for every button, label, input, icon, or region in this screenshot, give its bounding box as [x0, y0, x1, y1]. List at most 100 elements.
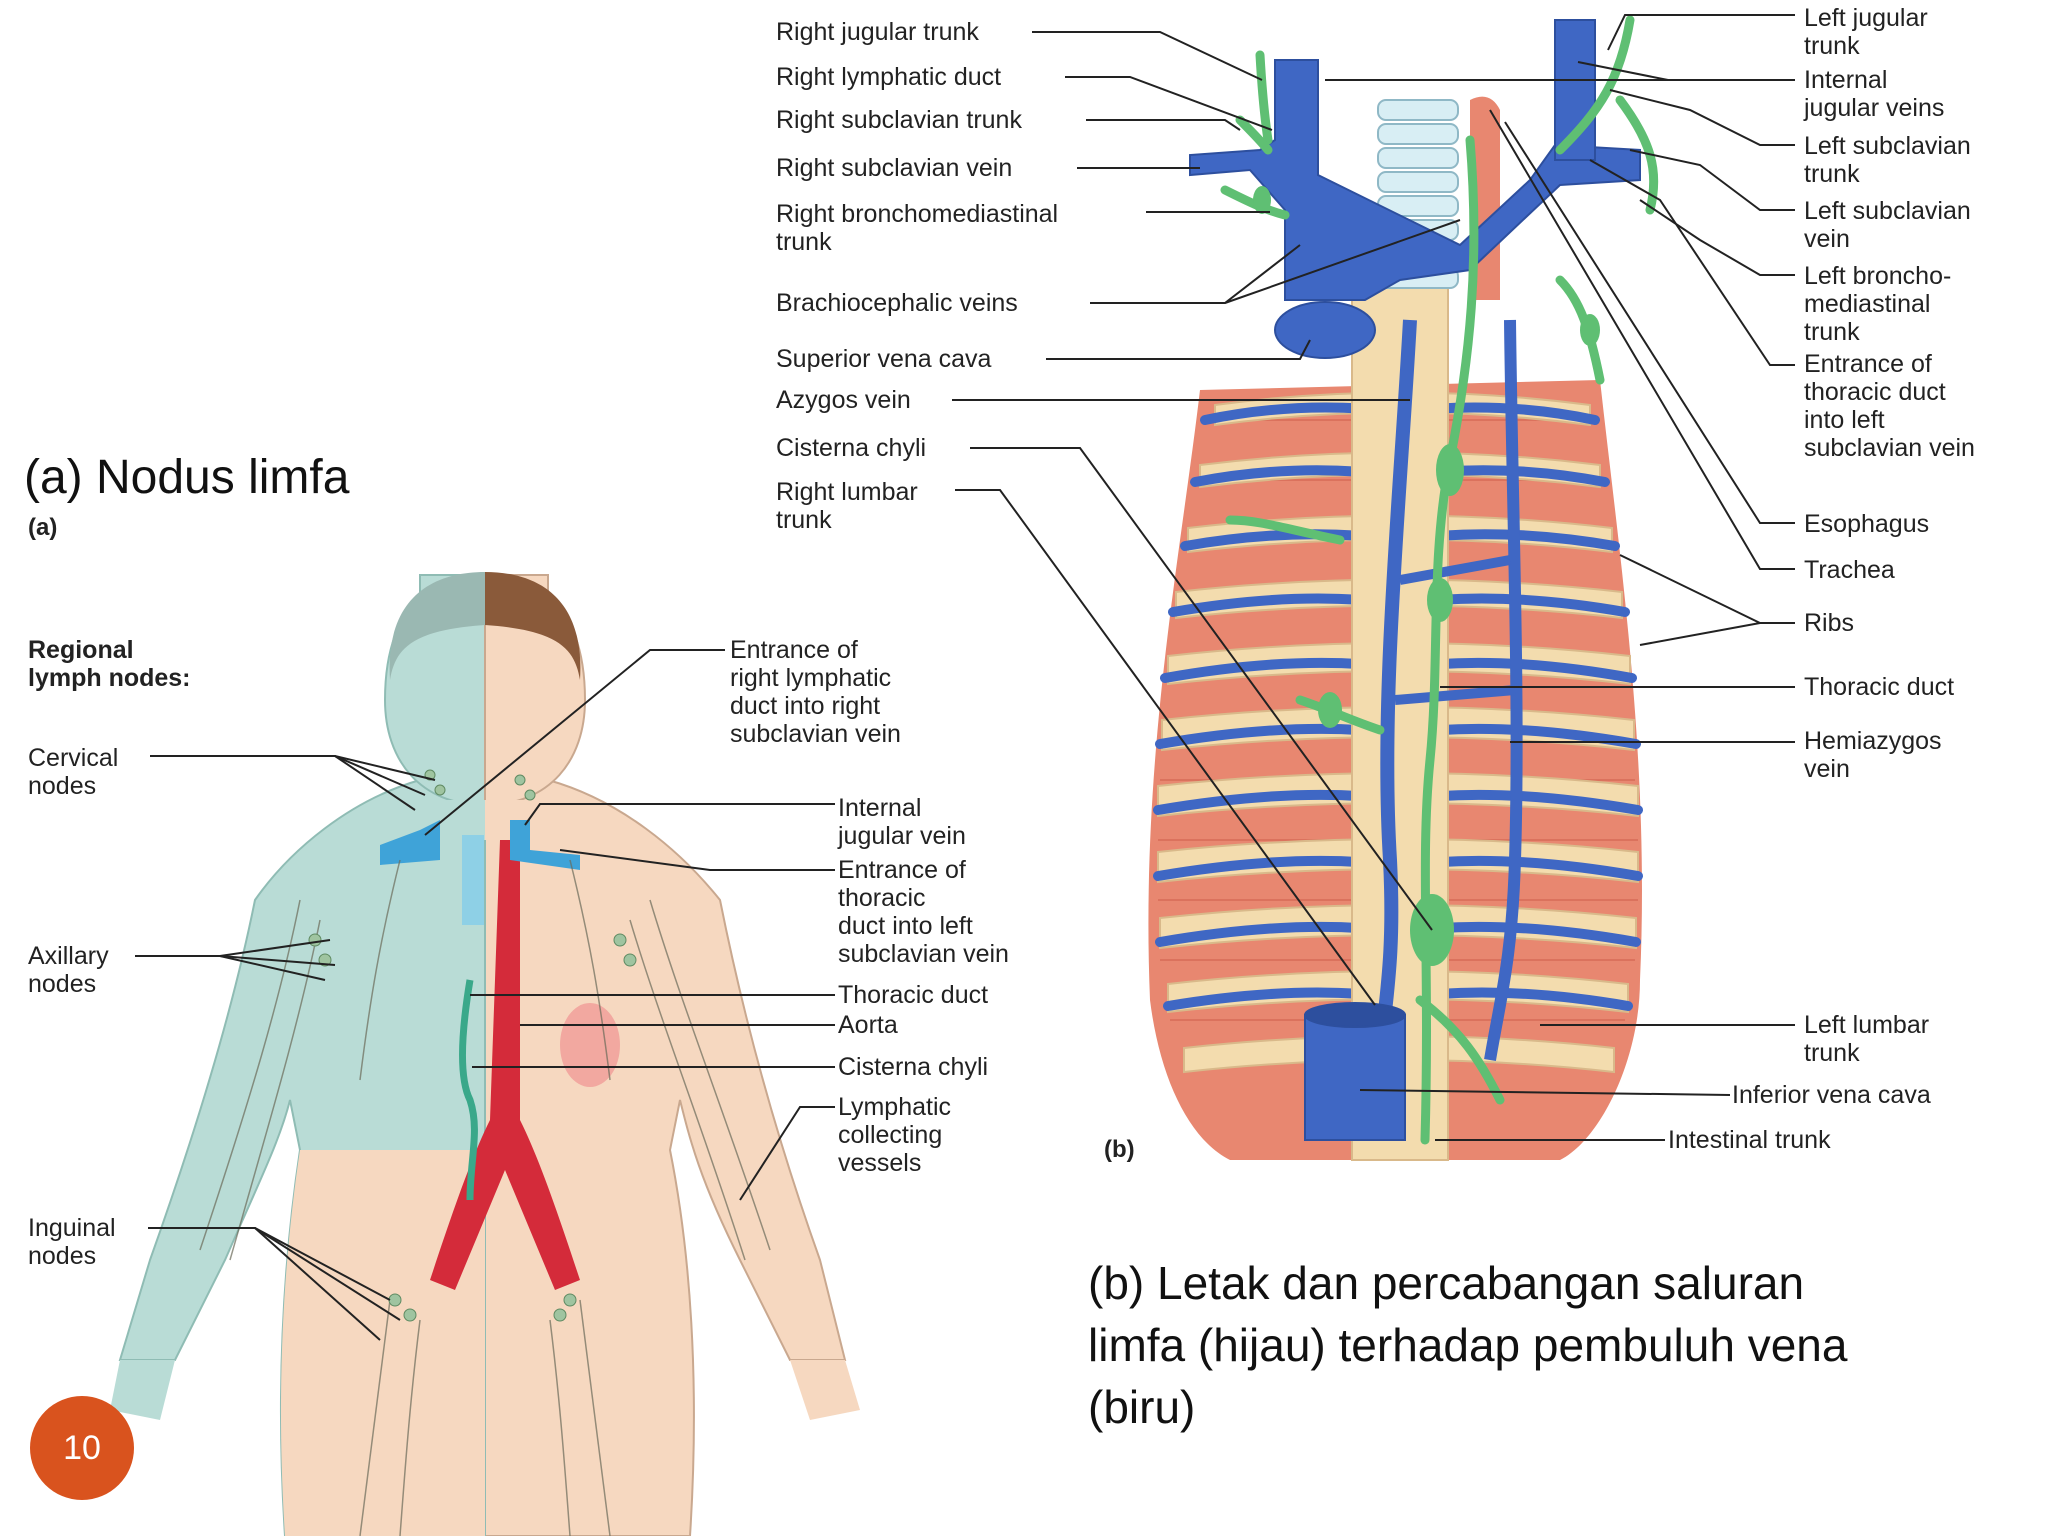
- label-aorta: Aorta: [838, 1011, 898, 1039]
- label-line: Intestinal trunk: [1668, 1126, 1831, 1154]
- label-right-lymphatic-duct: Right lymphatic duct: [776, 63, 1001, 91]
- thorax-illustration: [1148, 15, 1659, 1161]
- label-line: Trachea: [1804, 556, 1895, 584]
- label-line: Cisterna chyli: [838, 1053, 989, 1081]
- label-line: Cervical: [28, 744, 119, 772]
- label-line: trunk: [776, 228, 832, 256]
- label-line: nodes: [28, 1242, 97, 1270]
- label-line: Right subclavian vein: [776, 154, 1013, 182]
- label-line: trunk: [776, 506, 832, 534]
- regional-heading: Regional lymph nodes:: [28, 636, 191, 692]
- label-line: duct into right: [730, 692, 881, 720]
- label-cisterna-chyli-b: Cisterna chyli: [776, 434, 926, 462]
- label-line: vessels: [838, 1149, 922, 1177]
- label-line: nodes: [28, 772, 97, 800]
- label-line: collecting: [838, 1121, 943, 1149]
- label-right-subclavian-trunk: Right subclavian trunk: [776, 106, 1022, 134]
- label-line: Azygos vein: [776, 386, 911, 414]
- leader-lines-b: [952, 14, 1795, 1141]
- label-brachiocephalic-veins: Brachiocephalic veins: [776, 289, 1018, 317]
- label-line: thoracic: [838, 884, 926, 912]
- label-line: Axillary: [28, 942, 109, 970]
- label-thoracic-duct-b: Thoracic duct: [1804, 673, 1954, 701]
- label-line: Esophagus: [1804, 510, 1930, 538]
- label-hemiazygos-vein: Hemiazygos vein: [1804, 727, 1942, 783]
- label-line: trunk: [1804, 32, 1860, 60]
- label-line: right lymphatic: [730, 664, 892, 692]
- leader-lines-a: [135, 649, 835, 1341]
- label-line: subclavian vein: [730, 720, 901, 748]
- heading-line: Regional: [28, 636, 134, 664]
- label-intestinal-trunk: Intestinal trunk: [1668, 1126, 1831, 1154]
- label-line: subclavian vein: [1804, 434, 1975, 462]
- label-line: into left: [1804, 406, 1885, 434]
- label-line: thoracic duct: [1804, 378, 1946, 406]
- label-line: jugular veins: [1804, 94, 1945, 122]
- label-axillary-nodes: Axillary nodes: [28, 942, 109, 998]
- caption-nodus-limfa: (a) Nodus limfa: [24, 451, 350, 504]
- label-line: Thoracic duct: [838, 981, 989, 1009]
- label-line: Internal: [1804, 66, 1888, 94]
- label-line: Left lumbar: [1804, 1011, 1930, 1039]
- label-entrance-thoracic-duct: Entrance of thoracic duct into left subc…: [838, 856, 1009, 968]
- label-right-jugular-trunk: Right jugular trunk: [776, 18, 979, 46]
- label-line: Cisterna chyli: [776, 434, 927, 462]
- label-azygos-vein: Azygos vein: [776, 386, 911, 414]
- panel-b-tag: (b): [1104, 1136, 1135, 1164]
- label-line: Ribs: [1804, 609, 1855, 637]
- label-line: Right lymphatic duct: [776, 63, 1002, 91]
- label-right-lumbar-trunk: Right lumbar trunk: [776, 478, 918, 534]
- panel-tag-text: (b): [1104, 1136, 1135, 1163]
- label-thoracic-duct-a: Thoracic duct: [838, 981, 988, 1009]
- caption-letak-percabangan: (b) Letak dan percabangan saluran limfa …: [1088, 1252, 1847, 1438]
- label-line: Left subclavian: [1804, 132, 1971, 160]
- label-cervical-nodes: Cervical nodes: [28, 744, 118, 800]
- label-left-jugular-trunk: Left jugular trunk: [1804, 4, 1928, 60]
- label-internal-jugular-veins: Internal jugular veins: [1804, 66, 1944, 122]
- caption-line: limfa (hijau) terhadap pembuluh vena: [1088, 1319, 1848, 1371]
- label-line: Superior vena cava: [776, 345, 992, 373]
- label-line: trunk: [1804, 318, 1860, 346]
- label-line: Aorta: [838, 1011, 898, 1039]
- label-line: Left subclavian: [1804, 197, 1971, 225]
- label-line: Entrance of: [1804, 350, 1932, 378]
- label-line: subclavian vein: [838, 940, 1009, 968]
- label-line: trunk: [1804, 1039, 1860, 1067]
- label-line: Internal: [838, 794, 922, 822]
- label-line: trunk: [1804, 160, 1860, 188]
- label-right-subclavian-vein: Right subclavian vein: [776, 154, 1012, 182]
- label-line: mediastinal: [1804, 290, 1931, 318]
- label-line: vein: [1804, 755, 1850, 783]
- label-line: vein: [1804, 225, 1850, 253]
- label-line: Lymphatic: [838, 1093, 952, 1121]
- label-entrance-right-lymphatic: Entrance of right lymphatic duct into ri…: [730, 636, 901, 748]
- label-line: Right subclavian trunk: [776, 106, 1022, 134]
- label-right-bronchomediastinal-trunk: Right bronchomediastinal trunk: [776, 200, 1058, 256]
- label-superior-vena-cava: Superior vena cava: [776, 345, 991, 373]
- label-line: Brachiocephalic veins: [776, 289, 1018, 317]
- label-line: Inferior vena cava: [1732, 1081, 1931, 1109]
- page-number-badge: 10: [30, 1396, 134, 1500]
- label-left-bronchomediastinal-trunk: Left broncho- mediastinal trunk: [1804, 262, 1951, 346]
- label-line: Inguinal: [28, 1214, 116, 1242]
- label-trachea: Trachea: [1804, 556, 1895, 584]
- label-line: Left jugular: [1804, 4, 1928, 32]
- label-line: Hemiazygos: [1804, 727, 1942, 755]
- panel-tag-text: (a): [28, 514, 58, 541]
- label-inferior-vena-cava: Inferior vena cava: [1732, 1081, 1931, 1109]
- label-line: duct into left: [838, 912, 973, 940]
- label-line: Right lumbar: [776, 478, 918, 506]
- label-line: Right jugular trunk: [776, 18, 979, 46]
- caption-line: (b) Letak dan percabangan saluran: [1088, 1257, 1805, 1309]
- label-line: Entrance of: [730, 636, 858, 664]
- label-inguinal-nodes: Inguinal nodes: [28, 1214, 116, 1270]
- label-line: Right bronchomediastinal: [776, 200, 1059, 228]
- label-esophagus: Esophagus: [1804, 510, 1929, 538]
- label-left-subclavian-vein: Left subclavian vein: [1804, 197, 1971, 253]
- label-line: jugular vein: [838, 822, 966, 850]
- label-line: Thoracic duct: [1804, 673, 1955, 701]
- label-ribs: Ribs: [1804, 609, 1854, 637]
- heading-line: lymph nodes:: [28, 664, 191, 692]
- label-line: Entrance of: [838, 856, 966, 884]
